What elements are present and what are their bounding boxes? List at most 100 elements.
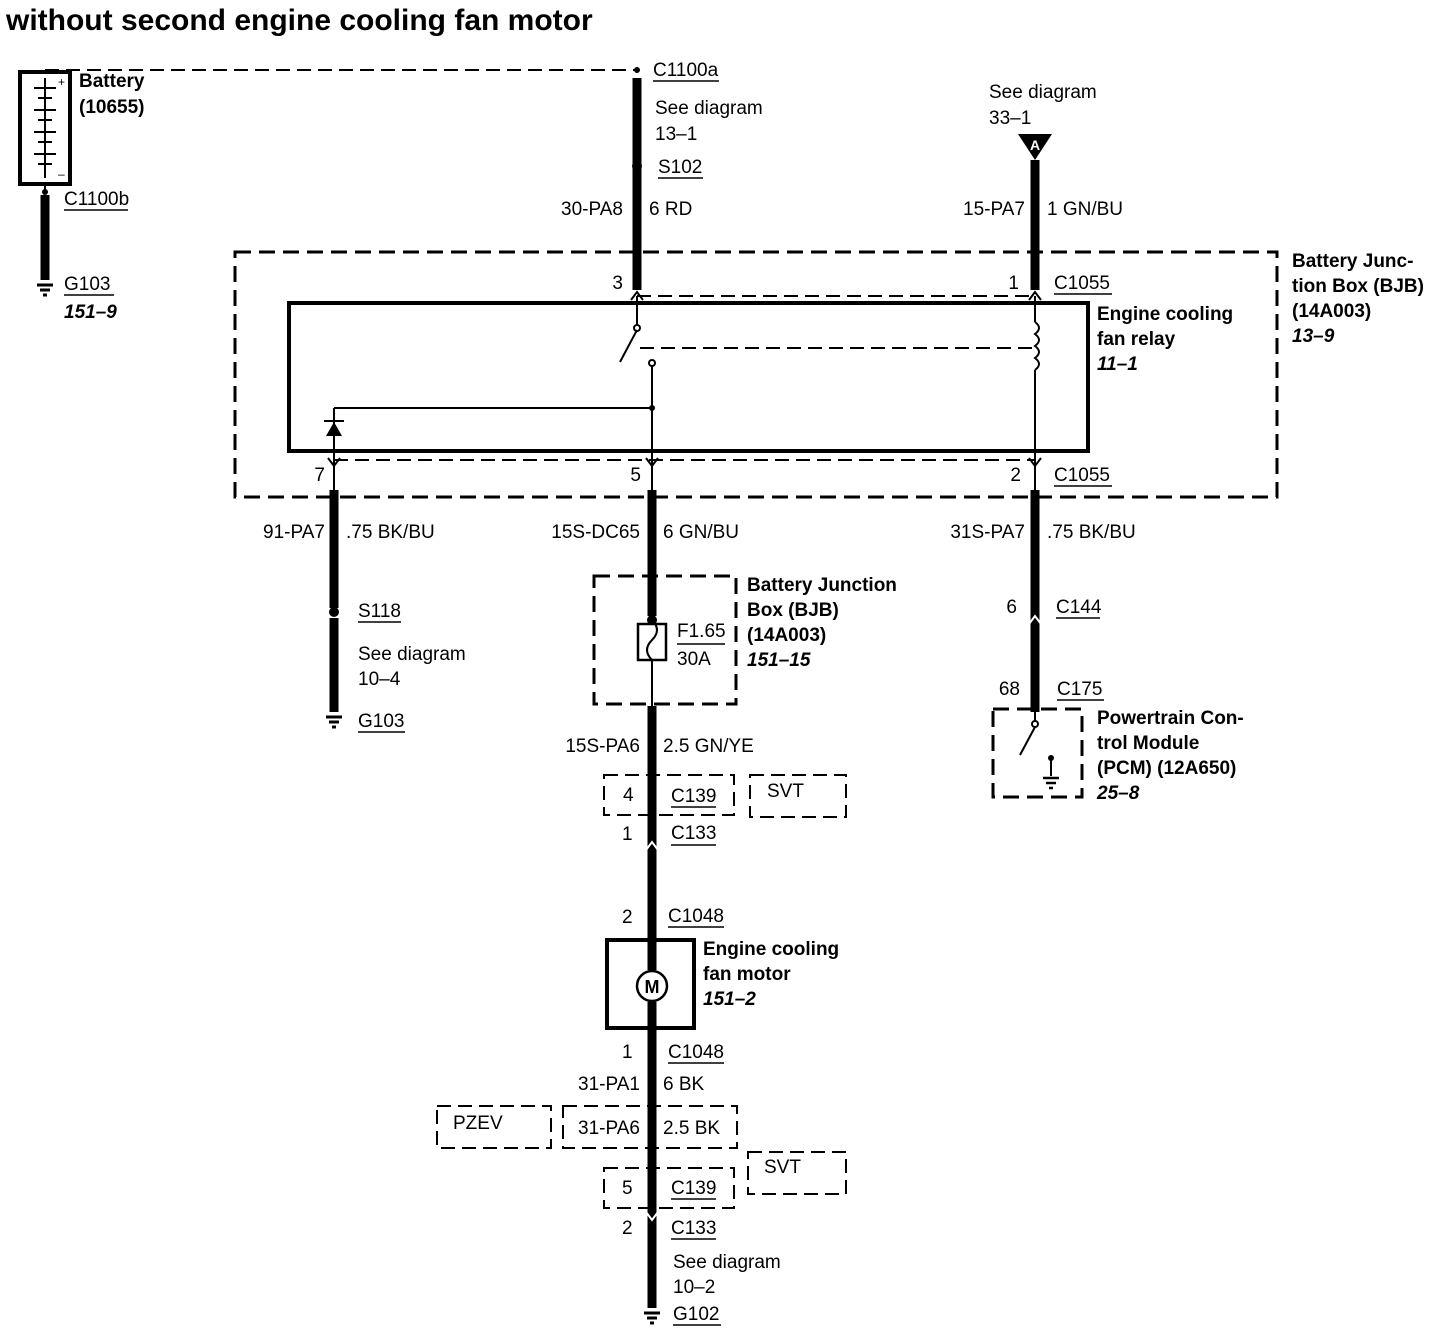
connector-c139-top: C139: [671, 786, 716, 807]
pcm-box-outline: [991, 707, 1084, 799]
svt-option-box-bottom: [747, 1151, 847, 1195]
ground-g102-label: G102: [673, 1304, 719, 1325]
diagram-title: without second engine cooling fan motor: [5, 4, 593, 37]
bjb-ref: 13–9: [1292, 326, 1335, 347]
pzev-option-box: [436, 1105, 552, 1149]
connector-c175: C175: [1057, 679, 1102, 700]
circuit-31s-pa7: 31S-PA7: [950, 522, 1025, 543]
diode-icon: [324, 420, 344, 436]
see-diagram-right: See diagram: [989, 82, 1097, 103]
motor-name-line1: Engine cooling: [703, 939, 839, 960]
wire-25-bk: 2.5 BK: [663, 1118, 720, 1139]
c139-option-box-bottom: [603, 1167, 735, 1209]
battery-junction-box-outline: [233, 250, 1279, 499]
see-diagram-top-ref: 13–1: [655, 124, 697, 145]
splice-s102-dot: [632, 161, 642, 171]
c139-option-box-top: [603, 774, 735, 816]
ground-g103-left: G103: [358, 711, 404, 732]
relay-switch-contact-icon: [619, 329, 638, 363]
wire-6-rd: 6 RD: [649, 199, 692, 220]
pin-7: 7: [314, 465, 325, 486]
pin-2: 2: [1010, 465, 1021, 486]
circuit-31-pa1: 31-PA1: [578, 1074, 640, 1095]
battery-ground-ref: 151–9: [64, 302, 117, 323]
connector-c144: C144: [1056, 597, 1102, 618]
see-diagram-bottom: See diagram: [673, 1252, 781, 1273]
ground-g103-label: G103: [64, 274, 110, 295]
relay-ref: 11–1: [1097, 354, 1138, 375]
connector-c133-bottom: C133: [671, 1218, 716, 1239]
relay-name-line2: fan relay: [1097, 329, 1176, 350]
fuse-f165: F1.65: [677, 621, 726, 642]
motor-name-line2: fan motor: [703, 964, 791, 985]
pin-5: 5: [630, 465, 641, 486]
pzev-label: PZEV: [453, 1113, 503, 1134]
pzev-wire-option-box: [562, 1105, 738, 1149]
connector-c1048-top: C1048: [668, 906, 724, 927]
wire-6-gnbu: 6 GN/BU: [663, 522, 739, 543]
c133-pin-2: 2: [622, 1218, 633, 1239]
motor-pin-1: 1: [622, 1042, 633, 1063]
off-page-marker-icon: [1018, 134, 1052, 160]
connector-c1100b: C1100b: [64, 189, 129, 210]
motor-icon: [635, 969, 669, 1003]
splice-s102-label: S102: [658, 157, 702, 178]
bjb-fuse-box-outline: [592, 574, 738, 706]
motor-ref: 151–2: [703, 989, 756, 1010]
c139-pin-4: 4: [623, 785, 634, 806]
see-diagram-top: See diagram: [655, 98, 763, 119]
pcm-ref: 25–8: [1096, 783, 1140, 804]
connector-c139-bottom: C139: [671, 1178, 716, 1199]
pcm-name-line3: (PCM) (12A650): [1097, 758, 1236, 779]
bjb-part: (14A003): [1292, 301, 1371, 322]
wire-075-bkbu-left: .75 BK/BU: [346, 522, 435, 543]
wire-6-bk: 6 BK: [663, 1074, 705, 1095]
bjb2-ref: 151–15: [747, 650, 811, 671]
bjb-name-line1: Battery Junc-: [1292, 251, 1413, 272]
connector-c1055-top: C1055: [1054, 273, 1110, 294]
svt-label-top: SVT: [767, 781, 804, 802]
bjb-name-line2: tion Box (BJB): [1292, 276, 1424, 297]
wire-075-bkbu-right: .75 BK/BU: [1047, 522, 1136, 543]
svt-option-box-top: [749, 774, 847, 818]
pcm-name-line1: Powertrain Con-: [1097, 708, 1244, 729]
c139-pin-5: 5: [622, 1178, 633, 1199]
motor-symbol: M: [645, 977, 660, 997]
motor-pin-2: 2: [622, 907, 633, 928]
relay-coil-icon: [1033, 321, 1040, 371]
wire-1-gnbu: 1 GN/BU: [1047, 199, 1123, 220]
svg-text:+: +: [58, 75, 65, 89]
circuit-91-pa7: 91-PA7: [263, 522, 325, 543]
fuse-icon: [636, 619, 668, 662]
connector-c1048-bottom: C1048: [668, 1042, 724, 1063]
see-diagram-left: See diagram: [358, 644, 466, 665]
splice-s118-dot: [329, 607, 339, 617]
splice-s118-label: S118: [358, 601, 401, 622]
ground-symbol-icon: [1043, 776, 1059, 790]
ground-symbol-icon: [37, 283, 53, 297]
bjb2-part: (14A003): [747, 625, 826, 646]
ground-symbol-icon: [644, 1311, 660, 1325]
fuse-rating: 30A: [677, 649, 711, 670]
see-diagram-right-ref: 33–1: [989, 108, 1031, 129]
connector-c1055-bottom: C1055: [1054, 465, 1110, 486]
circuit-31-pa6: 31-PA6: [578, 1118, 640, 1139]
bjb2-name-line2: Box (BJB): [747, 600, 839, 621]
relay-name-line1: Engine cooling: [1097, 304, 1233, 325]
battery-label: Battery: [79, 71, 145, 92]
pcm-name-line2: trol Module: [1097, 733, 1199, 754]
engine-cooling-fan-relay-box: [287, 301, 1090, 453]
battery-part: (10655): [79, 97, 145, 118]
pin-3: 3: [612, 273, 623, 294]
svg-text:–: –: [58, 167, 65, 181]
circuit-15-pa7: 15-PA7: [963, 199, 1025, 220]
marker-a: A: [1030, 137, 1040, 153]
see-diagram-bottom-ref: 10–2: [673, 1277, 715, 1298]
bjb2-name-line1: Battery Junction: [747, 575, 897, 596]
c144-pin-6: 6: [1006, 597, 1017, 618]
connector-c133-top: C133: [671, 823, 716, 844]
circuit-30-pa8: 30-PA8: [561, 199, 623, 220]
pcm-switch-icon: [1019, 726, 1036, 756]
pin-1: 1: [1008, 273, 1019, 294]
